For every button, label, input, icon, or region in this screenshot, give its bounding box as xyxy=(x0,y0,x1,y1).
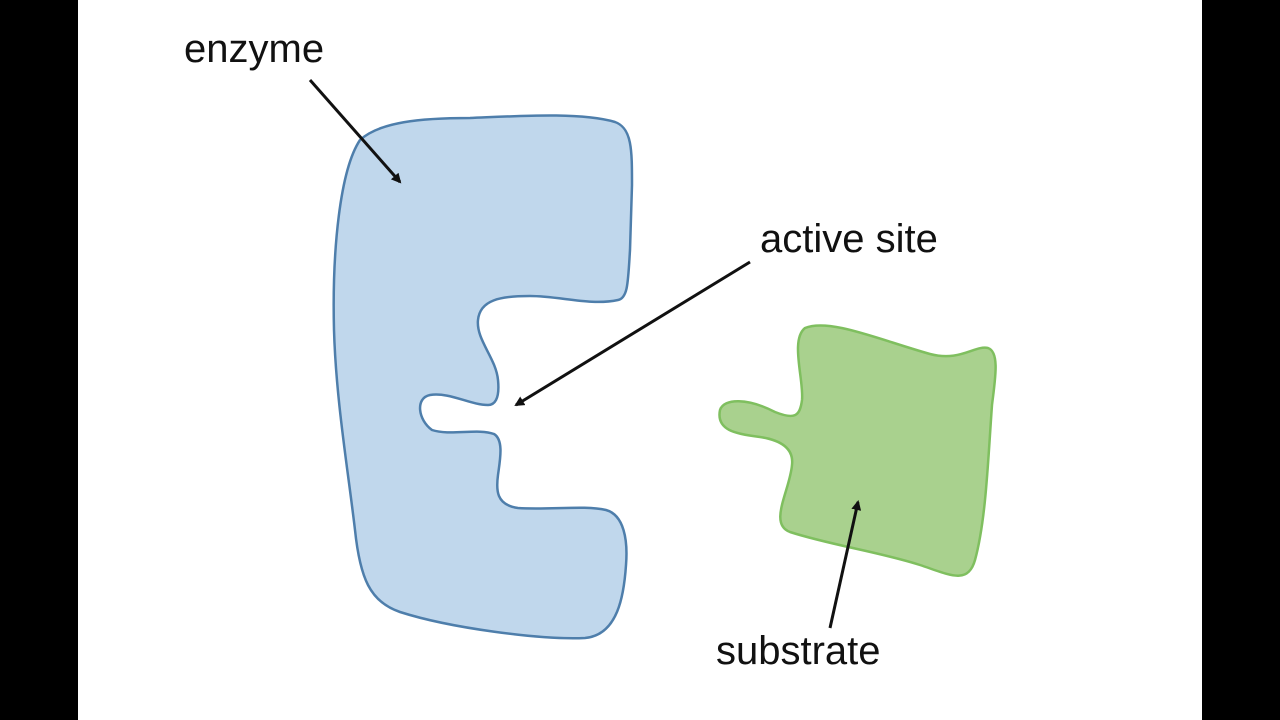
enzyme-label: enzyme xyxy=(184,27,324,71)
enzyme-arrow xyxy=(308,79,402,184)
active-site-label: active site xyxy=(760,217,938,261)
substrate-label: substrate xyxy=(716,629,881,673)
substrate-arrow xyxy=(828,500,862,629)
enzyme-shape xyxy=(332,114,634,640)
active-site-arrow xyxy=(514,260,751,407)
substrate-shape xyxy=(718,324,997,577)
diagram-canvas xyxy=(78,0,1202,720)
